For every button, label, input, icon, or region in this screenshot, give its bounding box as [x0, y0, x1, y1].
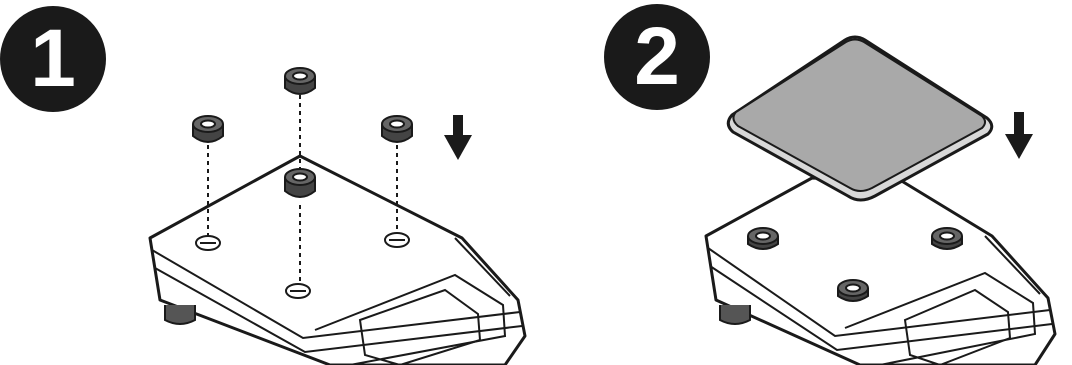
rubber-foot-front [285, 169, 315, 197]
foot-hole-front [286, 284, 310, 298]
foot-hole-right [385, 233, 409, 247]
scale-body [706, 178, 1055, 365]
step-2-panel: 2 [540, 0, 1072, 365]
step-2-illustration [540, 0, 1072, 365]
foot-hole-left [196, 236, 220, 250]
down-arrow-icon [1005, 112, 1033, 159]
installed-foot-right [932, 228, 962, 249]
rubber-foot-back [285, 68, 315, 94]
step-1-panel: 1 [0, 0, 540, 365]
rubber-foot-right [382, 116, 412, 142]
down-arrow-icon [444, 115, 472, 160]
installed-foot-front [838, 280, 868, 301]
leveling-foot [720, 305, 750, 324]
installed-foot-left [748, 228, 778, 249]
weighing-pan [728, 37, 992, 200]
step-1-illustration [0, 0, 540, 365]
leveling-foot [165, 305, 195, 324]
rubber-foot-left [193, 116, 223, 142]
